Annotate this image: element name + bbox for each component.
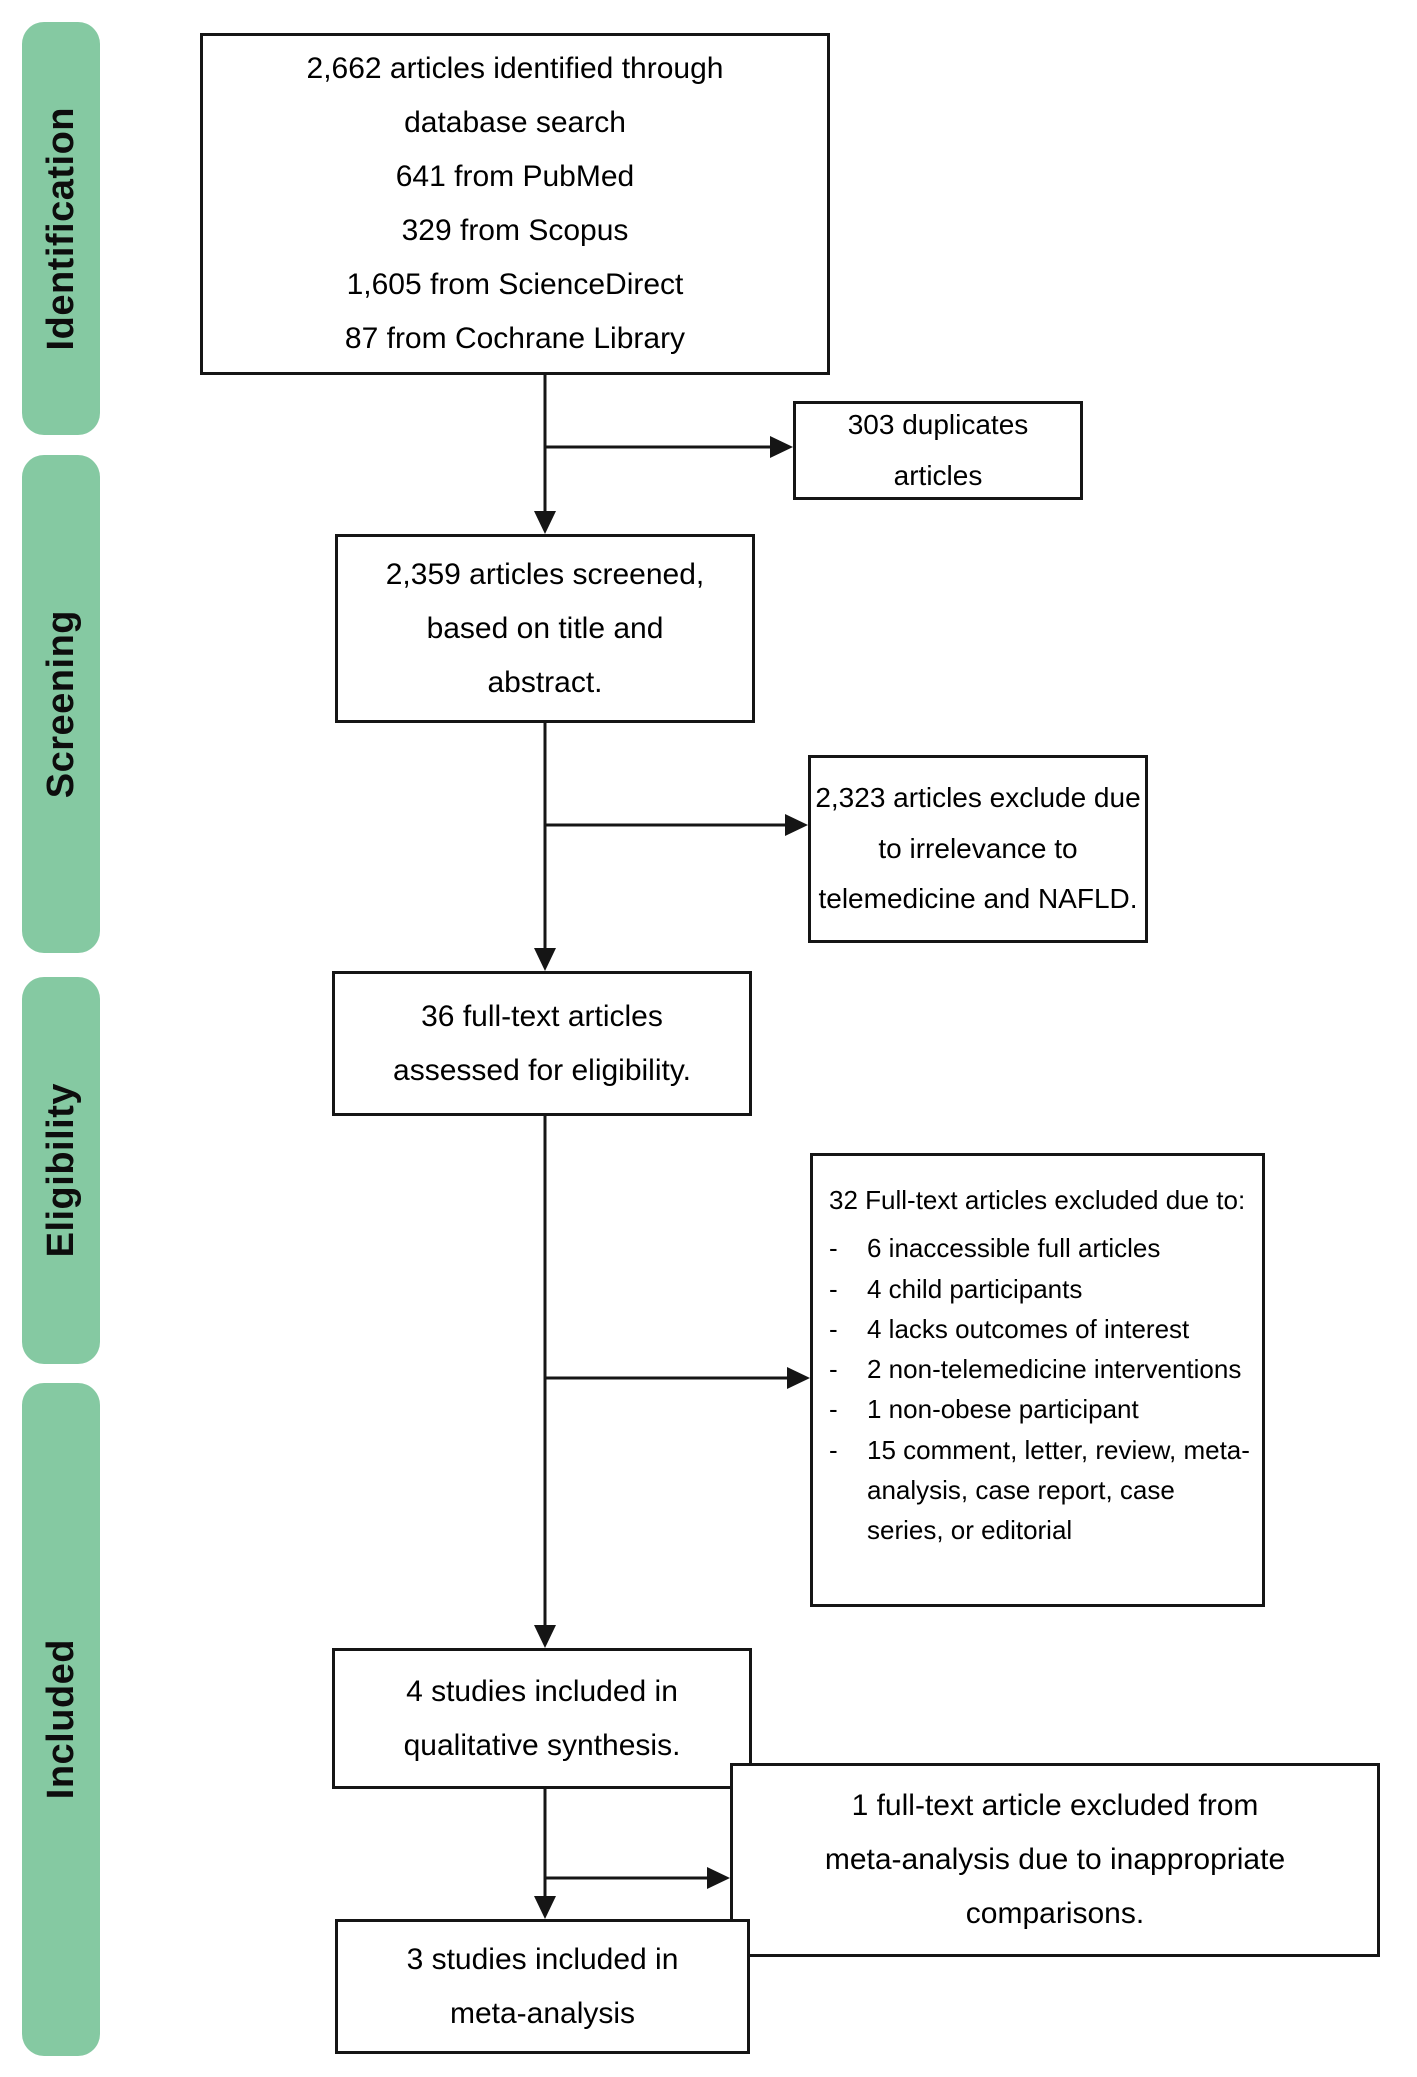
exclusion-reason-item: -15 comment, letter, review, meta-analys… xyxy=(829,1430,1252,1551)
dash-bullet: - xyxy=(829,1313,838,1344)
arrow-to-duplicates xyxy=(545,436,793,458)
exclusion-reason-item: -6 inaccessible full articles xyxy=(829,1228,1252,1268)
exclusion-reason-item: -4 lacks outcomes of interest xyxy=(829,1309,1252,1349)
arrow-qualitative-to-meta xyxy=(534,1789,556,1919)
arrow-fulltext-to-qualitative xyxy=(534,1116,556,1648)
stage-label-included: Included xyxy=(39,1639,82,1800)
arrow-to-meta-excluded xyxy=(545,1867,730,1889)
arrow-to-excluded-irrelevance xyxy=(545,814,808,836)
box-fulltext-excluded: 32 Full-text articles excluded due to: -… xyxy=(810,1153,1265,1607)
box-fulltext-assessed: 36 full-text articles assessed for eligi… xyxy=(332,971,752,1116)
stage-bar-eligibility: Eligibility xyxy=(22,977,100,1364)
box-excluded-irrelevance: 2,323 articles exclude due to irrelevanc… xyxy=(808,755,1148,943)
exclusion-reason-item: -4 child participants xyxy=(829,1269,1252,1309)
stage-label-screening: Screening xyxy=(39,609,82,799)
stage-bar-screening: Screening xyxy=(22,455,100,953)
exclusion-reason-text: 15 comment, letter, review, meta-analysi… xyxy=(867,1434,1250,1546)
fulltext-excluded-title: 32 Full-text articles excluded due to: xyxy=(829,1185,1246,1215)
box-articles-identified: 2,662 articles identified through databa… xyxy=(200,33,830,375)
stage-bar-identification: Identification xyxy=(22,22,100,435)
box-meta-analysis-included: 3 studies included in meta-analysis xyxy=(335,1919,750,2054)
arrow-screened-to-fulltext xyxy=(534,723,556,971)
dash-bullet: - xyxy=(829,1273,838,1304)
stage-label-identification: Identification xyxy=(39,106,82,351)
dash-bullet: - xyxy=(829,1434,838,1465)
arrow-to-fulltext-excluded xyxy=(545,1367,810,1389)
exclusion-reason-text: 6 inaccessible full articles xyxy=(867,1233,1161,1264)
box-qualitative-synthesis: 4 studies included in qualitative synthe… xyxy=(332,1648,752,1789)
dash-bullet: - xyxy=(829,1233,838,1264)
dash-bullet: - xyxy=(829,1354,838,1385)
exclusion-reason-text: 1 non-obese participant xyxy=(867,1394,1139,1425)
exclusion-reason-text: 4 child participants xyxy=(867,1273,1083,1304)
box-duplicates-removed: 303 duplicates articles xyxy=(793,401,1083,500)
stage-label-eligibility: Eligibility xyxy=(39,1083,82,1258)
box-meta-analysis-excluded: 1 full-text article excluded from meta-a… xyxy=(730,1763,1380,1957)
exclusion-reason-item: -2 non-telemedicine interventions xyxy=(829,1349,1252,1389)
exclusion-reason-text: 4 lacks outcomes of interest xyxy=(867,1313,1190,1344)
box-articles-screened: 2,359 articles screened, based on title … xyxy=(335,534,755,723)
fulltext-excluded-list: -6 inaccessible full articles-4 child pa… xyxy=(829,1228,1252,1550)
exclusion-reason-text: 2 non-telemedicine interventions xyxy=(867,1354,1242,1385)
exclusion-reason-item: -1 non-obese participant xyxy=(829,1389,1252,1429)
dash-bullet: - xyxy=(829,1394,838,1425)
stage-bar-included: Included xyxy=(22,1383,100,2056)
arrow-identified-to-screened xyxy=(534,375,556,534)
